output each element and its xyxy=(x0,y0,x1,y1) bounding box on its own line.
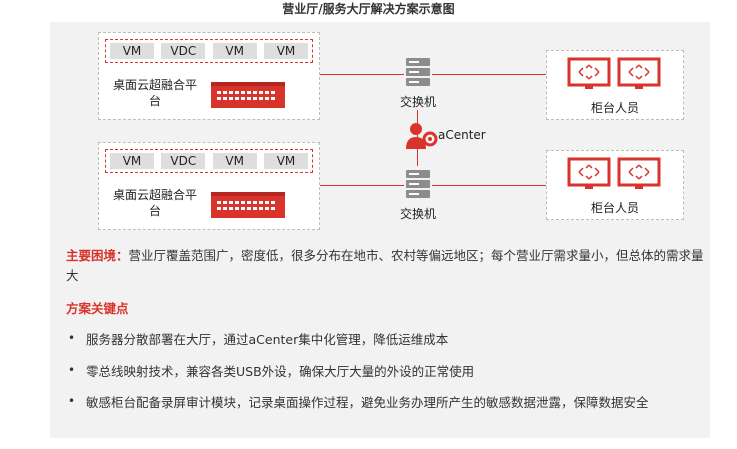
bullet-icon: • xyxy=(68,394,76,408)
counter-staff-box-1: 柜台人员 xyxy=(546,50,684,120)
switch-label: 交换机 xyxy=(399,95,436,109)
hyperconverged-platform-1: VM VDC VM VM 桌面云超融合平台 xyxy=(98,32,320,120)
acenter-label: aCenter xyxy=(438,128,486,142)
platform-label: 桌面云超融合平台 xyxy=(112,78,197,108)
vm-group: VM VDC VM VM xyxy=(105,39,313,63)
vm-group: VM VDC VM VM xyxy=(105,149,313,173)
difficulty-label: 主要困境： xyxy=(66,248,129,263)
link-line xyxy=(320,74,404,75)
bullet-icon: • xyxy=(68,331,76,345)
page-title: 营业厅/服务大厅解决方案示意图 xyxy=(282,2,455,16)
server-appliance-icon xyxy=(211,82,285,108)
vm-chip: VM xyxy=(110,153,154,169)
switch-label: 交换机 xyxy=(399,207,436,221)
vdc-chip: VDC xyxy=(161,153,206,169)
key-point-item: 敏感柜台配备录屏审计模块，记录桌面操作过程，避免业务办理所产生的敏感数据泄露，保… xyxy=(86,395,649,410)
server-appliance-icon xyxy=(211,192,285,218)
key-points-title: 方案关键点 xyxy=(66,301,129,316)
vm-chip: VM xyxy=(212,43,257,59)
key-point-item: 服务器分散部署在大厅，通过aCenter集中化管理，降低运维成本 xyxy=(86,332,449,347)
vdc-chip: VDC xyxy=(161,43,206,59)
monitor-icon xyxy=(567,57,661,89)
link-line xyxy=(432,185,546,186)
acenter-management-icon xyxy=(406,123,438,149)
link-line xyxy=(320,185,404,186)
difficulty-paragraph: 主要困境：营业厅覆盖范围广，密度低，很多分布在地市、农村等偏远地区；每个营业厅需… xyxy=(66,246,706,286)
network-switch-icon xyxy=(406,58,430,86)
vm-chip: VM xyxy=(263,43,308,59)
vm-chip: VM xyxy=(212,153,257,169)
bullet-icon: • xyxy=(68,363,76,377)
hyperconverged-platform-2: VM VDC VM VM 桌面云超融合平台 xyxy=(98,142,320,230)
counter-label: 柜台人员 xyxy=(590,101,639,115)
monitor-icon xyxy=(567,157,661,189)
network-switch-icon xyxy=(406,170,430,198)
link-line xyxy=(432,74,546,75)
platform-label: 桌面云超融合平台 xyxy=(112,188,197,218)
counter-staff-box-2: 柜台人员 xyxy=(546,150,684,220)
vm-chip: VM xyxy=(263,153,308,169)
difficulty-text: 营业厅覆盖范围广，密度低，很多分布在地市、农村等偏远地区；每个营业厅需求量小，但… xyxy=(66,248,704,283)
vm-chip: VM xyxy=(110,43,154,59)
key-point-item: 零总线映射技术，兼容各类USB外设，确保大厅大量的外设的正常使用 xyxy=(86,364,475,379)
counter-label: 柜台人员 xyxy=(590,201,639,215)
